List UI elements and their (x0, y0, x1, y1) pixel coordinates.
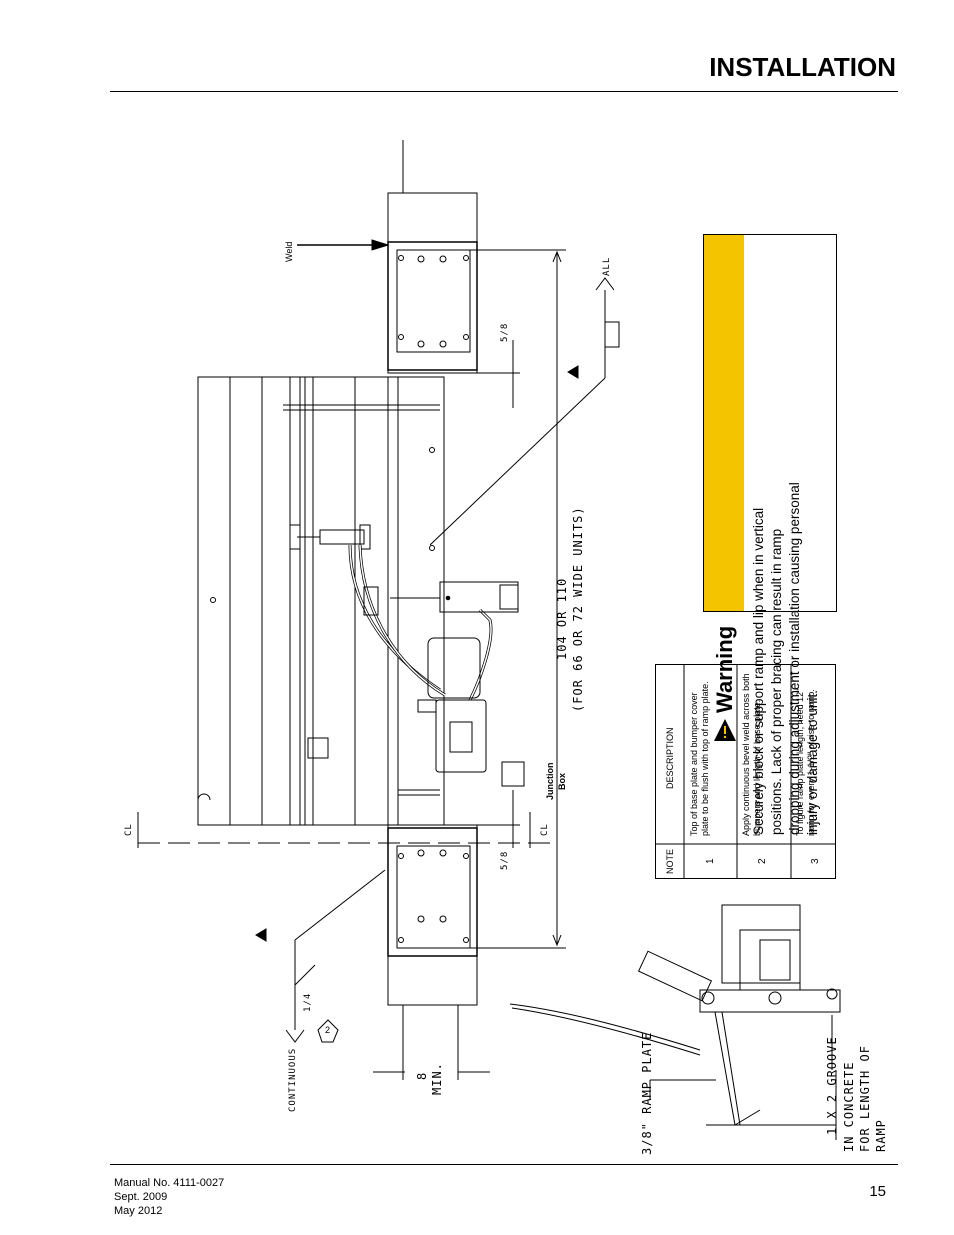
date-1: Sept. 2009 (114, 1191, 168, 1203)
footer-info: Manual No. 4111-0027 Sept. 2009 May 2012 (114, 1176, 224, 1218)
groove-label-4: RAMP (874, 1119, 888, 1152)
note-ref-2: 2 (325, 1025, 331, 1035)
warning-box: Warning Securely block or support ramp a… (703, 234, 837, 835)
groove-label-1: 1 X 2 GROOVE (825, 1036, 839, 1135)
width-dimension-note: (FOR 66 OR 72 WIDE UNITS) (571, 506, 585, 712)
header-rule (110, 91, 898, 92)
note-description-3: To figure ramp plate length, need 12" ra… (795, 688, 816, 836)
bottom-bumper (387, 824, 478, 1006)
junction-label-1: Junction (545, 762, 555, 801)
min-label: MIN. (430, 1062, 444, 1095)
width-dimension: 104 OR 110 (555, 577, 569, 660)
pump-motor (427, 637, 481, 699)
weld-label: Weld (284, 241, 294, 262)
note-number-3: 3 (810, 858, 821, 864)
ramp-deck (197, 376, 389, 826)
continuous-label: CONTINUOUS (288, 1047, 298, 1112)
notes-header-description: DESCRIPTION (665, 727, 675, 789)
note-description-1: Top of base plate and bumper cover plate… (689, 681, 710, 836)
dim-bottom-5-8: 5/8 (500, 850, 510, 870)
warning-band (704, 235, 744, 611)
groove-label-3: FOR LENGTH OF (858, 1045, 872, 1152)
min-8-label: 8 (415, 1071, 429, 1080)
notes-table: NOTE DESCRIPTION 1 Top of base plate and… (655, 664, 836, 879)
junction-box (501, 761, 525, 787)
all-label: ALL (602, 256, 612, 276)
groove-label-2: IN CONCRETE (842, 1061, 856, 1152)
centerline-mark-1: CL (124, 823, 134, 836)
notes-header-note: NOTE (665, 848, 675, 874)
ramp-plate-label: 3/8" RAMP PLATE (640, 1031, 654, 1155)
page-number: 15 (869, 1183, 886, 1200)
note-description-2: Apply continuous bevel weld across both … (741, 673, 762, 836)
note-number-1: 1 (705, 858, 716, 864)
top-bumper (387, 192, 478, 374)
manual-number: Manual No. 4111-0027 (114, 1177, 225, 1189)
date-2: May 2012 (114, 1205, 163, 1217)
footer-rule (110, 1164, 898, 1165)
junction-label-2: Box (557, 772, 567, 790)
centerline-mark-2: CL (540, 823, 550, 836)
warning-triangle-icon (714, 719, 736, 741)
fraction-label: 1/4 (303, 992, 313, 1012)
page-title: INSTALLATION (709, 52, 896, 82)
dim-top-5-8: 5/8 (500, 322, 510, 342)
note-number-2: 2 (757, 858, 768, 864)
